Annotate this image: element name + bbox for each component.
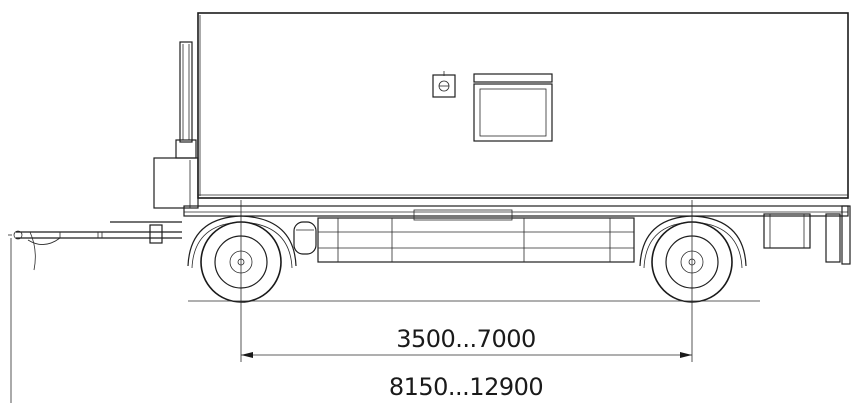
rear-wheel	[639, 215, 747, 303]
front-wheel	[187, 215, 297, 303]
dimension-lines	[10, 200, 693, 403]
side-window	[473, 73, 553, 142]
wheelbase-dimension-label: 3500...7000	[396, 325, 536, 353]
vent-icon	[432, 71, 456, 98]
chassis-frame	[183, 205, 851, 265]
drawbar	[8, 221, 182, 271]
overall-length-dimension-label: 8150...12900	[389, 373, 543, 401]
front-ladder	[153, 41, 199, 209]
cargo-body	[197, 12, 849, 199]
